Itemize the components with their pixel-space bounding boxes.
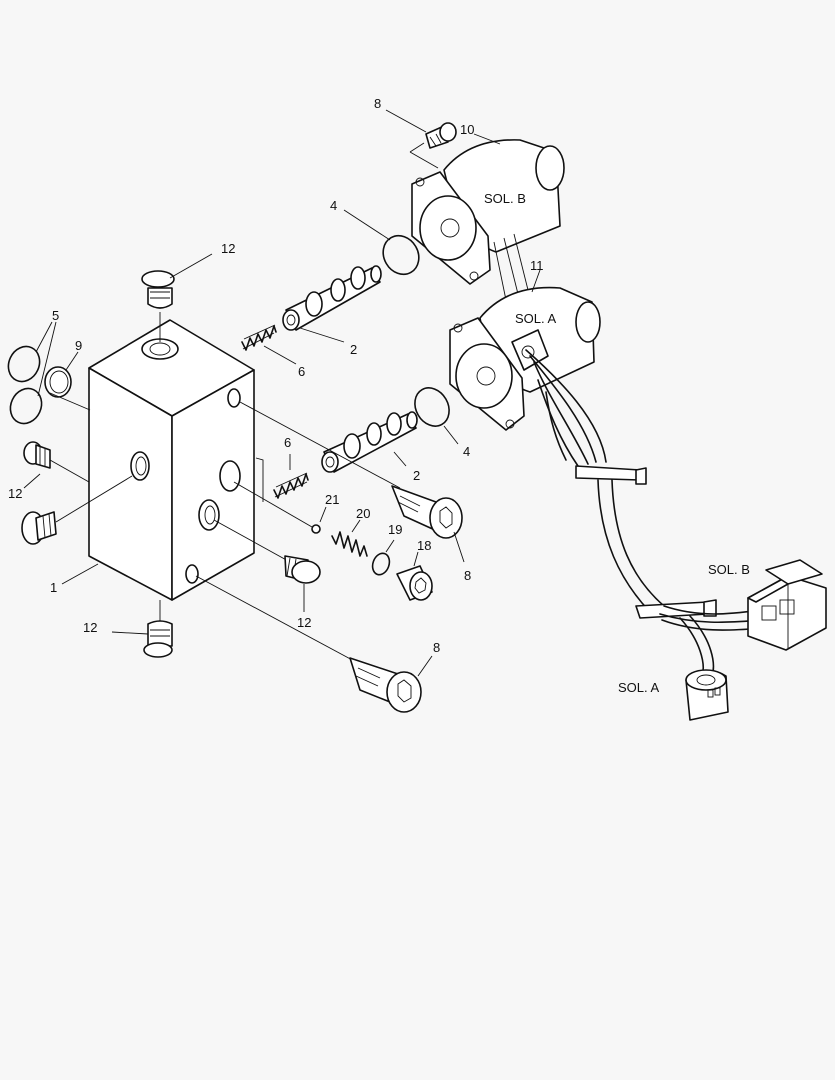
plug-top (141, 270, 175, 342)
callout-18: 18 (417, 538, 431, 553)
callout-4-top: 4 (330, 198, 337, 213)
o-ring-4-mid (414, 387, 450, 427)
valve-body-block (88, 319, 264, 601)
plug-left-lower (21, 475, 133, 545)
callout-6-mid: 6 (284, 435, 291, 450)
callout-8-bottom: 8 (433, 640, 440, 655)
callout-6-top: 6 (298, 364, 305, 379)
wiring-harness (525, 349, 767, 677)
callout-4-mid: 4 (463, 444, 470, 459)
label-sol-a-connector: SOL. A (618, 680, 660, 695)
callout-9: 9 (75, 338, 82, 353)
check-ball-21 (311, 524, 321, 534)
plug-mid (213, 519, 321, 584)
callout-1: 1 (50, 580, 57, 595)
spring-20 (331, 531, 368, 557)
solenoid-b (411, 139, 565, 301)
label-sol-a-top: SOL. A (515, 311, 557, 326)
callout-20: 20 (356, 506, 370, 521)
spool-2-top (282, 265, 382, 331)
callout-12-top: 12 (221, 241, 235, 256)
plug-bottom (143, 600, 173, 658)
callout-12-bottom: 12 (83, 620, 97, 635)
o-rings-5 (7, 345, 43, 425)
bolt-8-mid (239, 401, 463, 539)
label-sol-b-top: SOL. B (484, 191, 526, 206)
o-ring-4-top (382, 234, 420, 276)
bolt-8-top (409, 122, 457, 169)
plug-18 (396, 565, 433, 601)
callout-21: 21 (325, 492, 339, 507)
callout-2-mid: 2 (413, 468, 420, 483)
callout-12-left: 12 (8, 486, 22, 501)
spring-6-top (241, 324, 277, 351)
callout-8-top: 8 (374, 96, 381, 111)
callout-8-mid: 8 (464, 568, 471, 583)
connector-sol-b (747, 559, 827, 651)
callout-5: 5 (52, 308, 59, 323)
spring-6-mid (273, 472, 309, 499)
leader-lines (23, 109, 541, 677)
callout-19: 19 (388, 522, 402, 537)
solenoid-a (449, 286, 601, 431)
filter-9 (44, 366, 91, 411)
bolt-8-bottom (195, 575, 422, 713)
spool-2-mid (321, 411, 418, 473)
callout-12-mid: 12 (297, 615, 311, 630)
callout-2-top: 2 (350, 342, 357, 357)
label-sol-b-connector: SOL. B (708, 562, 750, 577)
o-ring-19 (371, 552, 391, 576)
callout-11: 11 (530, 258, 544, 273)
plug-left-upper (23, 441, 90, 483)
callout-labels: 8 10 4 12 11 5 9 2 6 4 2 6 21 20 19 18 8… (8, 96, 750, 695)
connector-sol-a (685, 669, 729, 721)
callout-10: 10 (460, 122, 474, 137)
